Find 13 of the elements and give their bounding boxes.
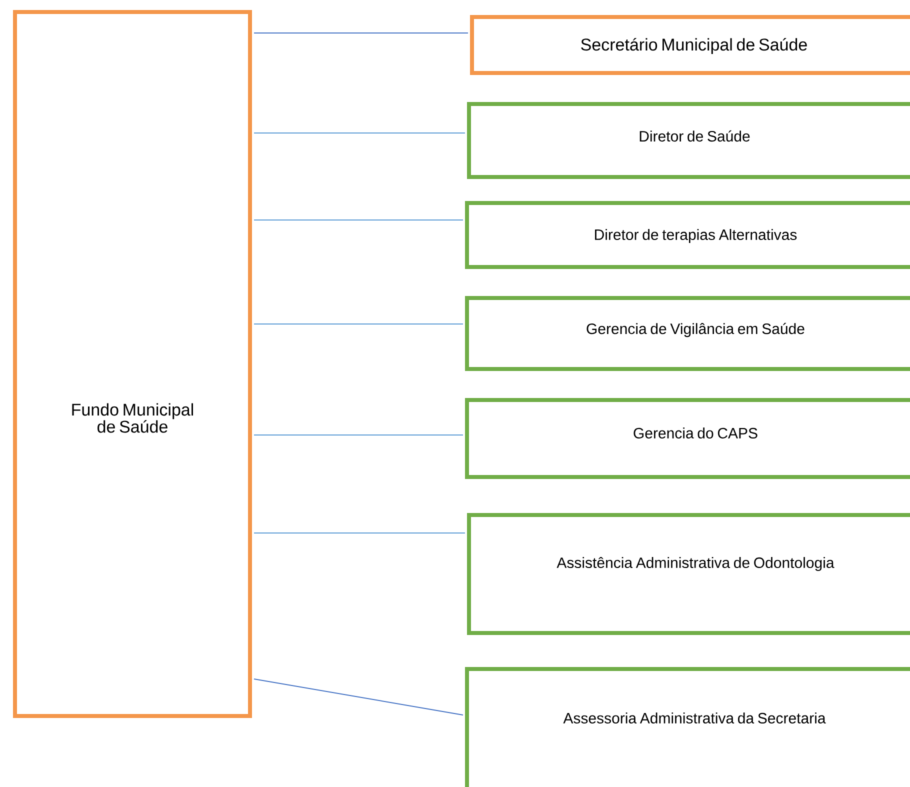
org-box: Diretor de terapias Alternativas	[465, 201, 910, 269]
org-box: Gerencia do CAPS	[465, 398, 910, 479]
org-box: Assessoria Administrativa da Secretaria	[465, 667, 910, 787]
org-box: Diretor de Saúde	[467, 102, 910, 179]
connector-line	[254, 434, 464, 436]
org-box: Fundo Municipal de Saúde	[13, 10, 252, 718]
connector-line	[254, 532, 466, 534]
connector-line	[254, 132, 466, 134]
org-box: Secretário Municipal de Saúde	[470, 14, 910, 75]
org-box: Assistência Administrativa de Odontologia	[467, 513, 910, 635]
org-box: Gerencia de Vigilância em Saúde	[465, 296, 910, 371]
connector-line	[254, 678, 464, 716]
connector-line	[254, 32, 468, 34]
